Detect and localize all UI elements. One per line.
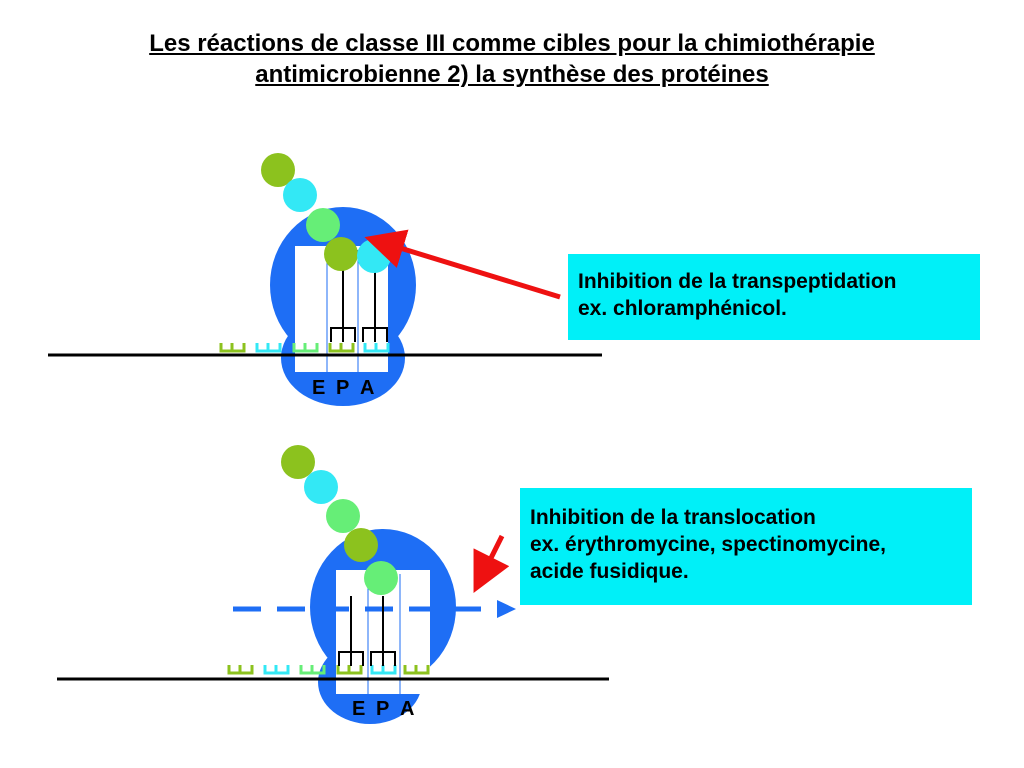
trna-a-site	[362, 272, 388, 342]
callout-line: acide fusidique.	[530, 560, 689, 583]
site-label-p: P	[336, 377, 349, 399]
panel-translocation: E P A	[57, 445, 609, 724]
amino-acid	[326, 499, 360, 533]
codon	[403, 665, 430, 675]
codon	[263, 665, 290, 675]
site-label-e: E	[352, 698, 365, 720]
amino-acid	[281, 445, 315, 479]
site-label-p: P	[376, 698, 389, 720]
site-label-a: A	[360, 377, 374, 399]
inhibition-arrow	[473, 534, 510, 593]
codon	[227, 665, 254, 675]
codon-marks	[219, 343, 390, 353]
codon	[292, 343, 319, 353]
site-label-e: E	[312, 377, 325, 399]
inhibition-arrow	[364, 229, 561, 300]
slide-title: Les réactions de classe III comme cibles…	[40, 28, 984, 90]
trna-p-site	[330, 268, 356, 342]
title-line-2: antimicrobienne 2) la synthèse des proté…	[255, 61, 769, 88]
amino-acid	[306, 208, 340, 242]
callout-line: Inhibition de la translocation	[530, 506, 816, 529]
callout-line: ex. chloramphénicol.	[578, 297, 787, 320]
amino-acid	[283, 178, 317, 212]
amino-acid	[324, 237, 358, 271]
callout-translocation: Inhibition de la translocation ex. éryth…	[520, 488, 972, 605]
codon-marks	[227, 665, 430, 675]
amino-acid	[344, 528, 378, 562]
translocation-arrowhead	[497, 600, 516, 618]
site-label-a: A	[400, 698, 414, 720]
codon	[370, 665, 397, 675]
codon	[255, 343, 282, 353]
trna-e-site	[338, 596, 364, 666]
codon	[328, 343, 355, 353]
trna-p-site	[370, 596, 396, 666]
callout-line: ex. érythromycine, spectinomycine,	[530, 533, 886, 556]
amino-acid	[364, 561, 398, 595]
codon	[219, 343, 246, 353]
codon	[363, 343, 390, 353]
codon	[299, 665, 326, 675]
amino-acid	[261, 153, 295, 187]
callout-line: Inhibition de la transpeptidation	[578, 270, 897, 293]
panel-transpeptidation: E P A	[48, 153, 602, 406]
codon	[336, 665, 363, 675]
amino-acid	[304, 470, 338, 504]
title-line-1: Les réactions de classe III comme cibles…	[149, 30, 875, 57]
callout-transpeptidation: Inhibition de la transpeptidation ex. ch…	[568, 254, 980, 340]
